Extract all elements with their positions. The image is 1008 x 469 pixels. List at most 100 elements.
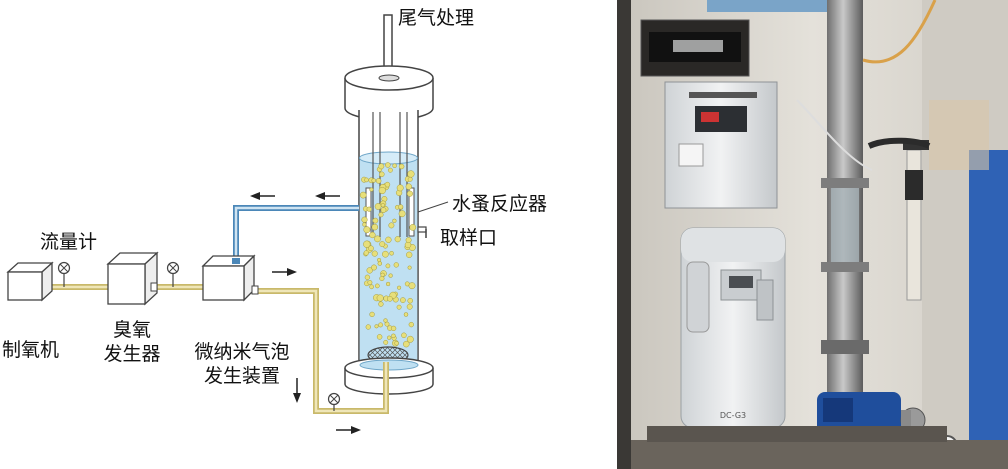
bubble	[364, 177, 369, 183]
ozone-generator-label-line1: 臭氧	[112, 319, 151, 341]
bubble	[397, 285, 402, 290]
valve-1[interactable]	[57, 261, 71, 288]
bubble	[375, 178, 382, 184]
bubble	[401, 332, 407, 339]
bubble	[398, 163, 405, 170]
apparatus-photo: DC-G3	[617, 0, 1008, 469]
bubble	[363, 240, 371, 248]
schematic-diagram	[6, 14, 449, 434]
bubble	[396, 304, 402, 310]
bubble	[391, 333, 396, 339]
bubble	[366, 267, 373, 274]
bubble	[408, 282, 416, 290]
exhaust-treatment-label: 尾气处理	[398, 7, 475, 29]
bubble	[378, 186, 386, 195]
bubble	[362, 222, 367, 227]
bubble	[382, 250, 389, 258]
bubble	[409, 224, 417, 231]
bubble	[377, 257, 382, 263]
ozone-generator-label-line2: 发生器	[103, 343, 161, 365]
reactor-leader-line	[417, 201, 449, 213]
oxygen-maker[interactable]	[6, 261, 54, 302]
sampling-port[interactable]	[417, 226, 427, 238]
wall-poster	[707, 0, 827, 12]
blue-cabinet	[969, 150, 1008, 440]
bubble	[390, 325, 397, 332]
bubble	[365, 324, 371, 330]
bubble-generator-label-line1: 微纳米气泡	[194, 341, 290, 363]
ozone-generator[interactable]	[106, 251, 159, 306]
bubble	[408, 321, 414, 328]
bubble	[367, 280, 373, 285]
bubble	[407, 170, 415, 178]
bubble	[379, 171, 385, 178]
bubble	[371, 264, 377, 271]
bench	[647, 426, 947, 442]
bubble	[379, 241, 386, 248]
bubble	[407, 265, 412, 270]
bubble	[403, 312, 409, 317]
bubble	[388, 273, 393, 278]
bubble	[374, 235, 381, 243]
bubble	[383, 339, 389, 345]
bubble	[361, 216, 368, 223]
bubble	[406, 190, 413, 197]
bubble	[393, 262, 399, 268]
bubble	[380, 207, 387, 213]
bubble	[359, 191, 367, 199]
bubble	[369, 231, 376, 239]
bubble	[383, 318, 388, 323]
bubble	[372, 217, 379, 224]
bubble	[398, 204, 404, 210]
floor	[631, 440, 1008, 469]
valve-2[interactable]	[166, 261, 180, 288]
door-frame	[617, 0, 631, 469]
bubble	[371, 250, 378, 257]
bubble	[380, 203, 386, 208]
side-tubes	[796, 0, 937, 301]
bubble-generator[interactable]	[201, 254, 259, 302]
bubble	[387, 335, 392, 340]
bubble	[369, 187, 374, 192]
oxygen-concentrator: DC-G3	[680, 227, 786, 429]
valve-3[interactable]	[327, 392, 341, 412]
flow-arrow-supply	[272, 268, 361, 434]
cardboard	[929, 100, 989, 170]
bubble	[406, 251, 413, 258]
bubble	[398, 210, 406, 218]
bubble	[385, 263, 391, 269]
blue-return-pipe	[233, 205, 359, 262]
electrical-panel	[640, 19, 750, 77]
reactor-lid	[344, 65, 434, 121]
bubble	[392, 163, 397, 168]
yellow-gas-pipe	[48, 284, 389, 414]
bubble	[377, 261, 383, 266]
bubble	[371, 178, 376, 183]
bubble	[406, 335, 414, 343]
bubble	[394, 236, 401, 243]
bubble	[388, 222, 395, 229]
bubble	[392, 218, 397, 223]
bubble	[394, 341, 399, 346]
bubble	[366, 206, 372, 212]
bubble	[378, 301, 384, 307]
bubble	[403, 340, 410, 348]
bubble	[406, 303, 413, 310]
steel-column	[821, 0, 869, 440]
bubble	[376, 334, 383, 340]
flow-arrow-return	[250, 192, 340, 200]
bubble	[389, 251, 394, 256]
bubble	[385, 236, 392, 243]
bubble	[376, 294, 384, 302]
bubble	[368, 245, 374, 252]
bubble	[384, 181, 391, 188]
bubble	[363, 250, 369, 256]
micro-nano-bubbles	[359, 162, 417, 348]
bubble	[378, 212, 384, 218]
bubble	[407, 297, 413, 304]
bubble	[385, 281, 391, 287]
bubble	[378, 163, 385, 170]
reactor-label: 水蚤反应器	[452, 193, 548, 215]
bubble	[387, 295, 393, 302]
bubble	[396, 184, 404, 192]
